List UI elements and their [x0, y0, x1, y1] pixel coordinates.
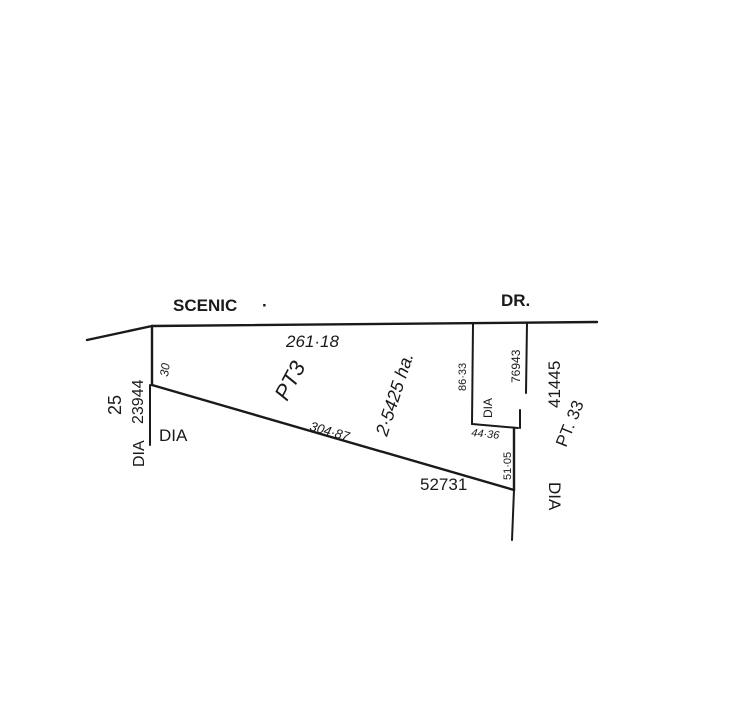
notch-plan-number: 76943	[509, 349, 523, 383]
west-neighbor-dia: DIA	[131, 440, 148, 467]
notch-bottom-line	[471, 423, 519, 429]
diagonal-boundary-line	[150, 383, 516, 492]
diagonal-dimension: 304·87	[308, 418, 352, 444]
east-neighbor-line	[511, 489, 515, 541]
west-neighbor-number: 25	[105, 395, 125, 415]
east-neighbor-plan: 41445	[545, 361, 564, 408]
west-side-dimension: 30	[157, 362, 173, 377]
notch-side-dimension: 86·33	[457, 363, 469, 391]
road-name-left: SCENIC	[173, 296, 237, 315]
road-frontage-line	[150, 320, 599, 328]
south-dia-label: DIA	[159, 426, 188, 445]
road-line-west	[85, 324, 154, 342]
road-name-right: DR.	[501, 291, 530, 310]
notch-bottom-dimension: 44·36	[471, 427, 501, 442]
south-plan-number: 52731	[420, 475, 467, 494]
notch-dia-label: DIA	[481, 398, 495, 418]
lot-area: 2·5425 ha.	[371, 350, 417, 439]
west-neighbor-plan: 23944	[130, 379, 147, 424]
east-lot-line	[525, 322, 528, 394]
frontage-dimension: 261·18	[285, 332, 339, 351]
lot-label: PT3	[269, 356, 310, 404]
road-name-separator: ·	[262, 296, 268, 315]
east-side-dimension: 51·05	[502, 452, 514, 480]
notch-west-line	[471, 323, 474, 425]
east-neighbor-dia: DIA	[545, 482, 564, 511]
